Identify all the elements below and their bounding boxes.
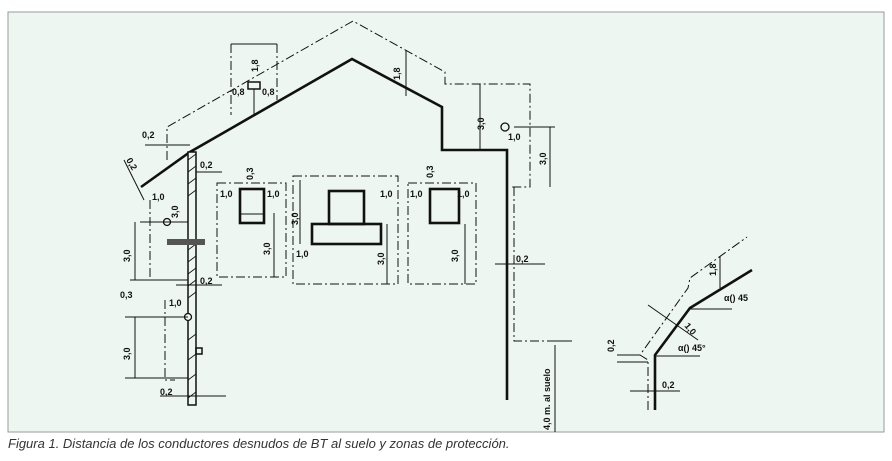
label-lamp-offset-horiz: 1,0	[169, 298, 182, 308]
label-mid-window-height: 3,0	[376, 252, 386, 265]
label-balcony-vert: 3,0	[170, 205, 180, 218]
inset-roof-detail: 1,8 α() 45 1,0 α() 45° 0,2 0,2	[606, 236, 753, 410]
label-right-window-top: 0,3	[425, 165, 435, 178]
label-wall-top: 0,2	[200, 160, 213, 170]
label-lower-height: 3,0	[122, 347, 132, 360]
label-right-wall: 0,2	[516, 254, 529, 264]
protection-zone-envelope	[123, 20, 572, 432]
label-roof-offset: 1,8	[392, 67, 402, 80]
shop-window	[310, 222, 383, 246]
chimney-icon	[247, 81, 261, 90]
zone-left-window	[216, 182, 287, 278]
building-outline	[140, 57, 510, 406]
zone-right-window	[407, 182, 477, 285]
label-left-window-top: 0,3	[245, 167, 255, 180]
label-mid-window-up: 3,0	[290, 212, 300, 225]
zone-middle-window	[292, 175, 399, 285]
inset-label-wall-offset: 0,2	[662, 380, 675, 390]
label-roof-right-height: 3,0	[476, 117, 486, 130]
label-eave-top: 0,2	[142, 130, 155, 140]
figure-caption: Figura 1. Distancia de los conductores d…	[8, 436, 510, 451]
label-mid-window-right: 1,0	[380, 189, 393, 199]
inset-label-upper-offset: 1,8	[708, 263, 718, 276]
bracket	[195, 347, 203, 355]
label-right-window-height: 3,0	[450, 249, 460, 262]
label-left-window-left: 1,0	[220, 189, 233, 199]
label-right-window-left: 1,0	[410, 189, 423, 199]
label-chimney-right: 0,8	[262, 87, 275, 97]
window-right	[428, 187, 461, 225]
inset-label-upper-angle: α() 45	[724, 293, 748, 303]
window-left	[238, 187, 266, 225]
label-balcony-below: 3,0	[122, 249, 132, 262]
hatched-wall	[187, 151, 197, 406]
balcony-slab	[167, 239, 205, 245]
label-lamp-offset-vert: 0,3	[120, 290, 133, 300]
label-right-window-right: 1,0	[457, 189, 470, 199]
label-wall-mid: 0,2	[200, 276, 213, 286]
label-wall-bottom: 0,2	[160, 387, 173, 397]
label-chimney-left: 0,8	[232, 87, 245, 97]
label-ground-clearance: 4,0 m. al suelo	[542, 368, 552, 430]
label-left-window-right: 1,0	[267, 189, 280, 199]
inset-label-lower-angle: α() 45°	[678, 343, 706, 353]
label-mid-window-left: 1,0	[296, 249, 309, 259]
label-left-window-height: 3,0	[262, 242, 272, 255]
label-balcony-horiz: 1,0	[152, 192, 165, 202]
inset-label-step-height: 0,2	[606, 339, 616, 352]
lamp-icon	[500, 122, 510, 132]
label-right-lamp-horiz: 1,0	[508, 132, 521, 142]
label-chimney-height: 1,8	[250, 59, 260, 72]
label-right-lamp-vert: 3,0	[538, 152, 548, 165]
